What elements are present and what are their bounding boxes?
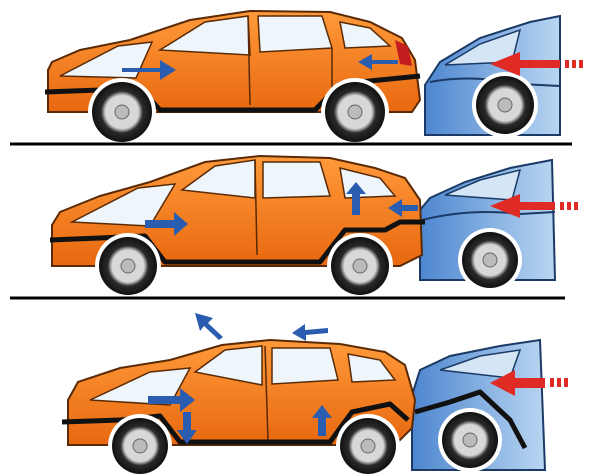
panel-1 — [10, 11, 583, 146]
panel-2 — [10, 156, 578, 299]
struck-car-2 — [50, 156, 425, 299]
struck-car-1 — [45, 11, 420, 146]
striking-car-2 — [420, 160, 555, 292]
rearward-up-arrow-3 — [292, 324, 328, 341]
striking-car-1 — [425, 16, 560, 138]
struck-car-3 — [62, 340, 415, 475]
panel-3 — [62, 313, 568, 475]
diagonal-up-arrow-3 — [195, 313, 223, 340]
striking-car-3 — [412, 340, 545, 472]
